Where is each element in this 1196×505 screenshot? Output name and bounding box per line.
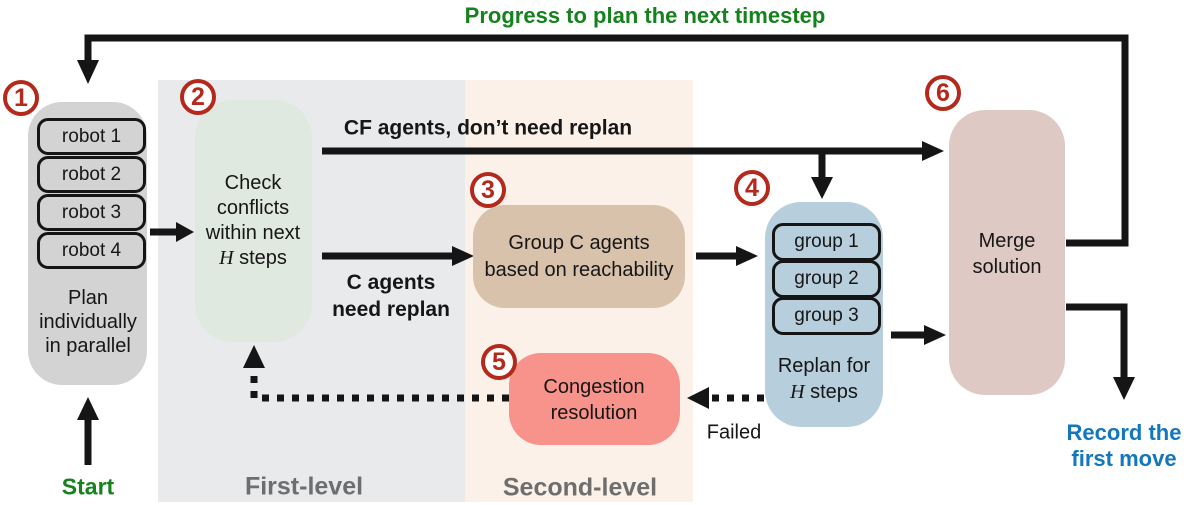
robot-chip-label: robot 3 [61,201,122,223]
step-circle-5: 5 [481,344,517,380]
robot-chip-label: robot 4 [61,239,122,261]
box-plan-individually: robot 1 robot 2 robot 3 robot 4 [28,102,147,385]
merge-box-label-line: solution [972,256,1042,278]
merge-to-record-line [1066,303,1128,377]
second-level-label: Second-level [502,473,658,502]
robot-chip: robot 3 [37,194,146,231]
cf-agents-label: CF agents, don’t need replan [343,116,633,140]
robot-chip: robot 4 [37,232,146,269]
failed-label: Failed [706,421,762,444]
robot-chip-label: robot 1 [61,125,122,147]
plan-box-label-line: in parallel [45,335,131,357]
check-box-label-line: within next [205,222,301,244]
box-congestion-resolution [509,353,680,445]
step-number: 5 [492,347,506,376]
check-box-label: Check conflicts within next H steps [206,171,301,271]
replan-to-merge-arrowhead-icon [924,325,946,345]
group-box-label: Group C agents based on reachability [484,230,673,284]
group-box-label-line: Group C agents [508,232,650,254]
robot-chip: robot 2 [37,156,146,193]
record-label-line: Record the [1066,420,1182,445]
box-merge-solution [949,110,1065,395]
record-arrowhead-icon [1113,377,1135,400]
group-chip: group 1 [772,223,881,261]
box-group-agents [473,205,685,308]
plan-to-check-arrowhead-icon [176,222,194,242]
step-number: 4 [745,173,759,202]
robot-chip: robot 1 [37,118,146,155]
step-number: 3 [481,175,495,204]
group-chip: group 3 [772,297,881,335]
step-circle-2: 2 [180,79,216,115]
replan-h-steps-line: H steps [778,379,870,405]
merge-box-label: Merge solution [973,228,1042,280]
record-label-line: first move [1071,446,1177,471]
group-chip: group 2 [772,260,881,298]
check-box-label-line: conflicts [216,197,290,219]
start-label: Start [61,473,115,500]
group-chip-label: group 3 [794,305,859,326]
step-circle-6: 6 [925,75,961,111]
step-circle-1: 1 [3,80,39,116]
h-steps-text: steps [233,247,287,269]
plan-box-label-line: individually [39,311,137,333]
box-check-conflicts [195,100,312,342]
group-box-label-line: based on reachability [484,259,674,281]
progress-loop-title: Progress to plan the next timestep [464,3,826,28]
check-box-h-steps-line: H steps [206,246,301,271]
start-arrowhead-icon [77,397,99,420]
step-circle-4: 4 [734,170,770,206]
c-agents-arrowhead-icon [452,246,474,266]
c-agents-label-line: C agents [346,271,436,294]
group-to-replan-arrowhead-icon [736,246,758,266]
congestion-box-label: Congestion resolution [543,374,644,426]
group-chip-label: group 1 [794,231,859,252]
box-replan: group 1 group 2 group 3 [765,202,883,427]
robot-chip-label: robot 2 [61,163,122,185]
failed-arrowhead-icon [687,387,709,409]
step-number: 6 [936,78,950,107]
horizon-variable: H [219,247,234,269]
check-box-label-line: Check [224,172,282,194]
congestion-return-dashed-line [250,368,509,402]
plan-box-label-line: Plan [67,287,109,309]
replan-box-label-line: Replan for [777,355,871,377]
group-chip-label: group 2 [794,268,859,289]
congestion-box-label-line: resolution [550,402,638,424]
record-first-move-label: Record the first move [1067,420,1182,472]
merge-box-label-line: Merge [978,230,1036,252]
step-number: 1 [14,83,28,112]
cf-branch-arrowhead-icon [811,177,833,199]
cf-agents-arrowhead-icon [922,141,944,161]
congestion-box-label-line: Congestion [543,376,645,398]
replan-box-label: Replan for H steps [778,353,870,405]
first-level-label: First-level [244,472,364,501]
c-agents-label-line: need replan [332,298,450,321]
plan-box-label: Plan individually in parallel [39,286,137,358]
loop-arrowhead-down-icon [77,60,99,84]
c-agents-label: C agents need replan [332,269,450,323]
congestion-return-arrowhead-icon [243,345,265,368]
h-steps-text: steps [804,381,858,403]
progress-loop-line [84,34,1129,247]
horizon-variable: H [790,381,805,403]
step-number: 2 [191,82,205,111]
step-circle-3: 3 [470,172,506,208]
